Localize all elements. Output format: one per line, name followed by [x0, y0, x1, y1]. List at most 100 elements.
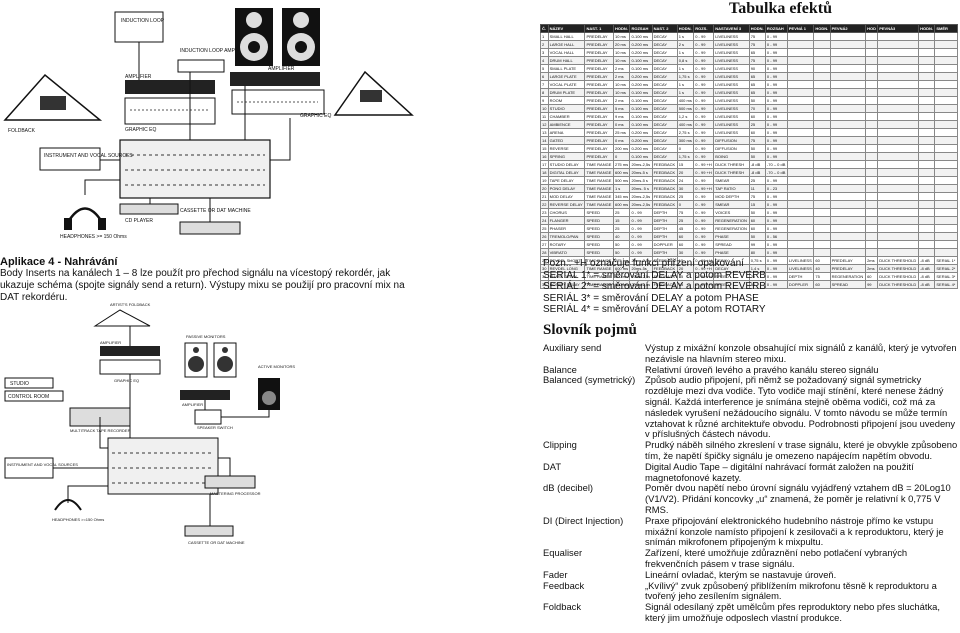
table-cell: 27 [540, 240, 549, 249]
table-cell: 21 [540, 192, 549, 201]
application-section: Aplikace 4 - Nahrávání Body Inserts na k… [0, 256, 420, 304]
table-cell: 0 - 99 [693, 32, 715, 41]
table-cell: AMBIENCE [547, 120, 586, 129]
table-cell [877, 240, 920, 249]
active-monitor-icon [258, 378, 280, 410]
amplifier-left-box [125, 80, 215, 94]
table-cell: DIFFUSION [713, 136, 750, 145]
table-cell: 0 - 99 [693, 72, 715, 81]
table-cell [865, 160, 879, 169]
table-cell [877, 128, 920, 137]
table-cell: DECAY [651, 88, 678, 97]
table-cell: PREDELAY [584, 144, 614, 153]
table-cell [918, 104, 936, 113]
table-cell: 0 - 99 [693, 120, 715, 129]
application-heading: Aplikace 4 - Nahrávání [0, 256, 118, 268]
table-cell: 19 [540, 176, 549, 185]
table-cell [934, 48, 958, 57]
table-cell: 0 - 99 +H [693, 168, 715, 177]
table-cell: 2 ms [612, 96, 631, 105]
glossary-definition: Lineární ovladač, kterým se nastavuje úr… [645, 568, 837, 580]
table-cell: 20 ms [612, 40, 631, 49]
table-cell: SERIAL 4* [934, 280, 958, 289]
table-cell: DUCK THRESH [713, 160, 750, 169]
table-cell: DECAY [651, 56, 678, 65]
table-cell [829, 192, 867, 201]
table-cell [813, 136, 831, 145]
table-cell: TAP RATIO [713, 184, 750, 193]
table-cell [786, 144, 815, 153]
table-cell: 0-100 ms [629, 120, 653, 129]
table-cell [877, 64, 920, 73]
table-cell: FEEDBACK [651, 192, 678, 201]
table-cell [918, 208, 936, 217]
table-cell [877, 112, 920, 121]
table-cell: 60 [748, 128, 766, 137]
glossary-term: DAT [543, 460, 562, 472]
table-cell: PREDELAY [584, 32, 614, 41]
glossary-definition: Výstup z mixážní konzole obsahující mix … [645, 342, 957, 364]
table-cell: 0 - 99 [693, 224, 715, 233]
table-cell [813, 128, 831, 137]
studio-label: STUDIO [10, 381, 29, 387]
table-cell: DEPTH [651, 224, 678, 233]
table-cell [918, 144, 936, 153]
table-cell [877, 80, 920, 89]
table-cell [934, 168, 958, 177]
table-cell: -8 dB [918, 280, 936, 289]
table-cell: 16 [540, 152, 549, 161]
table-cell [786, 104, 815, 113]
table-cell: 0 - 99 [764, 136, 788, 145]
table-cell [865, 208, 879, 217]
table-cell [786, 240, 815, 249]
table-cell: SPEED [584, 208, 614, 217]
table-cell: SPEED [584, 224, 614, 233]
table-cell: DECAY [651, 128, 678, 137]
table-cell [918, 128, 936, 137]
table-cell: DECAY [651, 144, 678, 153]
table-cell [786, 136, 815, 145]
table-cell: LIVELINESS [713, 72, 750, 81]
table-cell: 2,75 s [676, 128, 695, 137]
table-cell [813, 144, 831, 153]
table-cell [865, 80, 879, 89]
table-cell: 0-100 ms [629, 64, 653, 73]
table-cell [877, 32, 920, 41]
table-cell [813, 216, 831, 225]
table-cell: 22 [540, 200, 549, 209]
table-cell [786, 88, 815, 97]
table-cell: SPRING [547, 152, 586, 161]
table-cell: 75 [748, 136, 766, 145]
table-cell: 11 [540, 112, 549, 121]
page-title: Tabulka efektů [729, 0, 832, 17]
cassette-dat-label-bottom: CASSETTE OR DAT MACHINE [188, 540, 245, 545]
table-cell: 1 s [676, 80, 695, 89]
table-cell: 0 - 99 [693, 112, 715, 121]
table-cell: 9 [540, 96, 549, 105]
table-cell: 75 [748, 40, 766, 49]
table-cell: 25 [676, 216, 695, 225]
table-cell: 60 [748, 216, 766, 225]
table-cell: 99 [748, 240, 766, 249]
table-cell: LIVELINESS [713, 40, 750, 49]
table-cell: 50 [748, 96, 766, 105]
table-cell: DECAY [651, 120, 678, 129]
table-cell: 0 - 99 [693, 88, 715, 97]
table-cell: STUDIO [547, 104, 586, 113]
table-cell [877, 208, 920, 217]
table-cell [865, 248, 879, 257]
table-cell: 0 - 99 [764, 208, 788, 217]
table-cell [934, 192, 958, 201]
table-cell [829, 136, 867, 145]
table-cell: 12 [540, 120, 549, 129]
table-cell: 500 ms [676, 104, 695, 113]
